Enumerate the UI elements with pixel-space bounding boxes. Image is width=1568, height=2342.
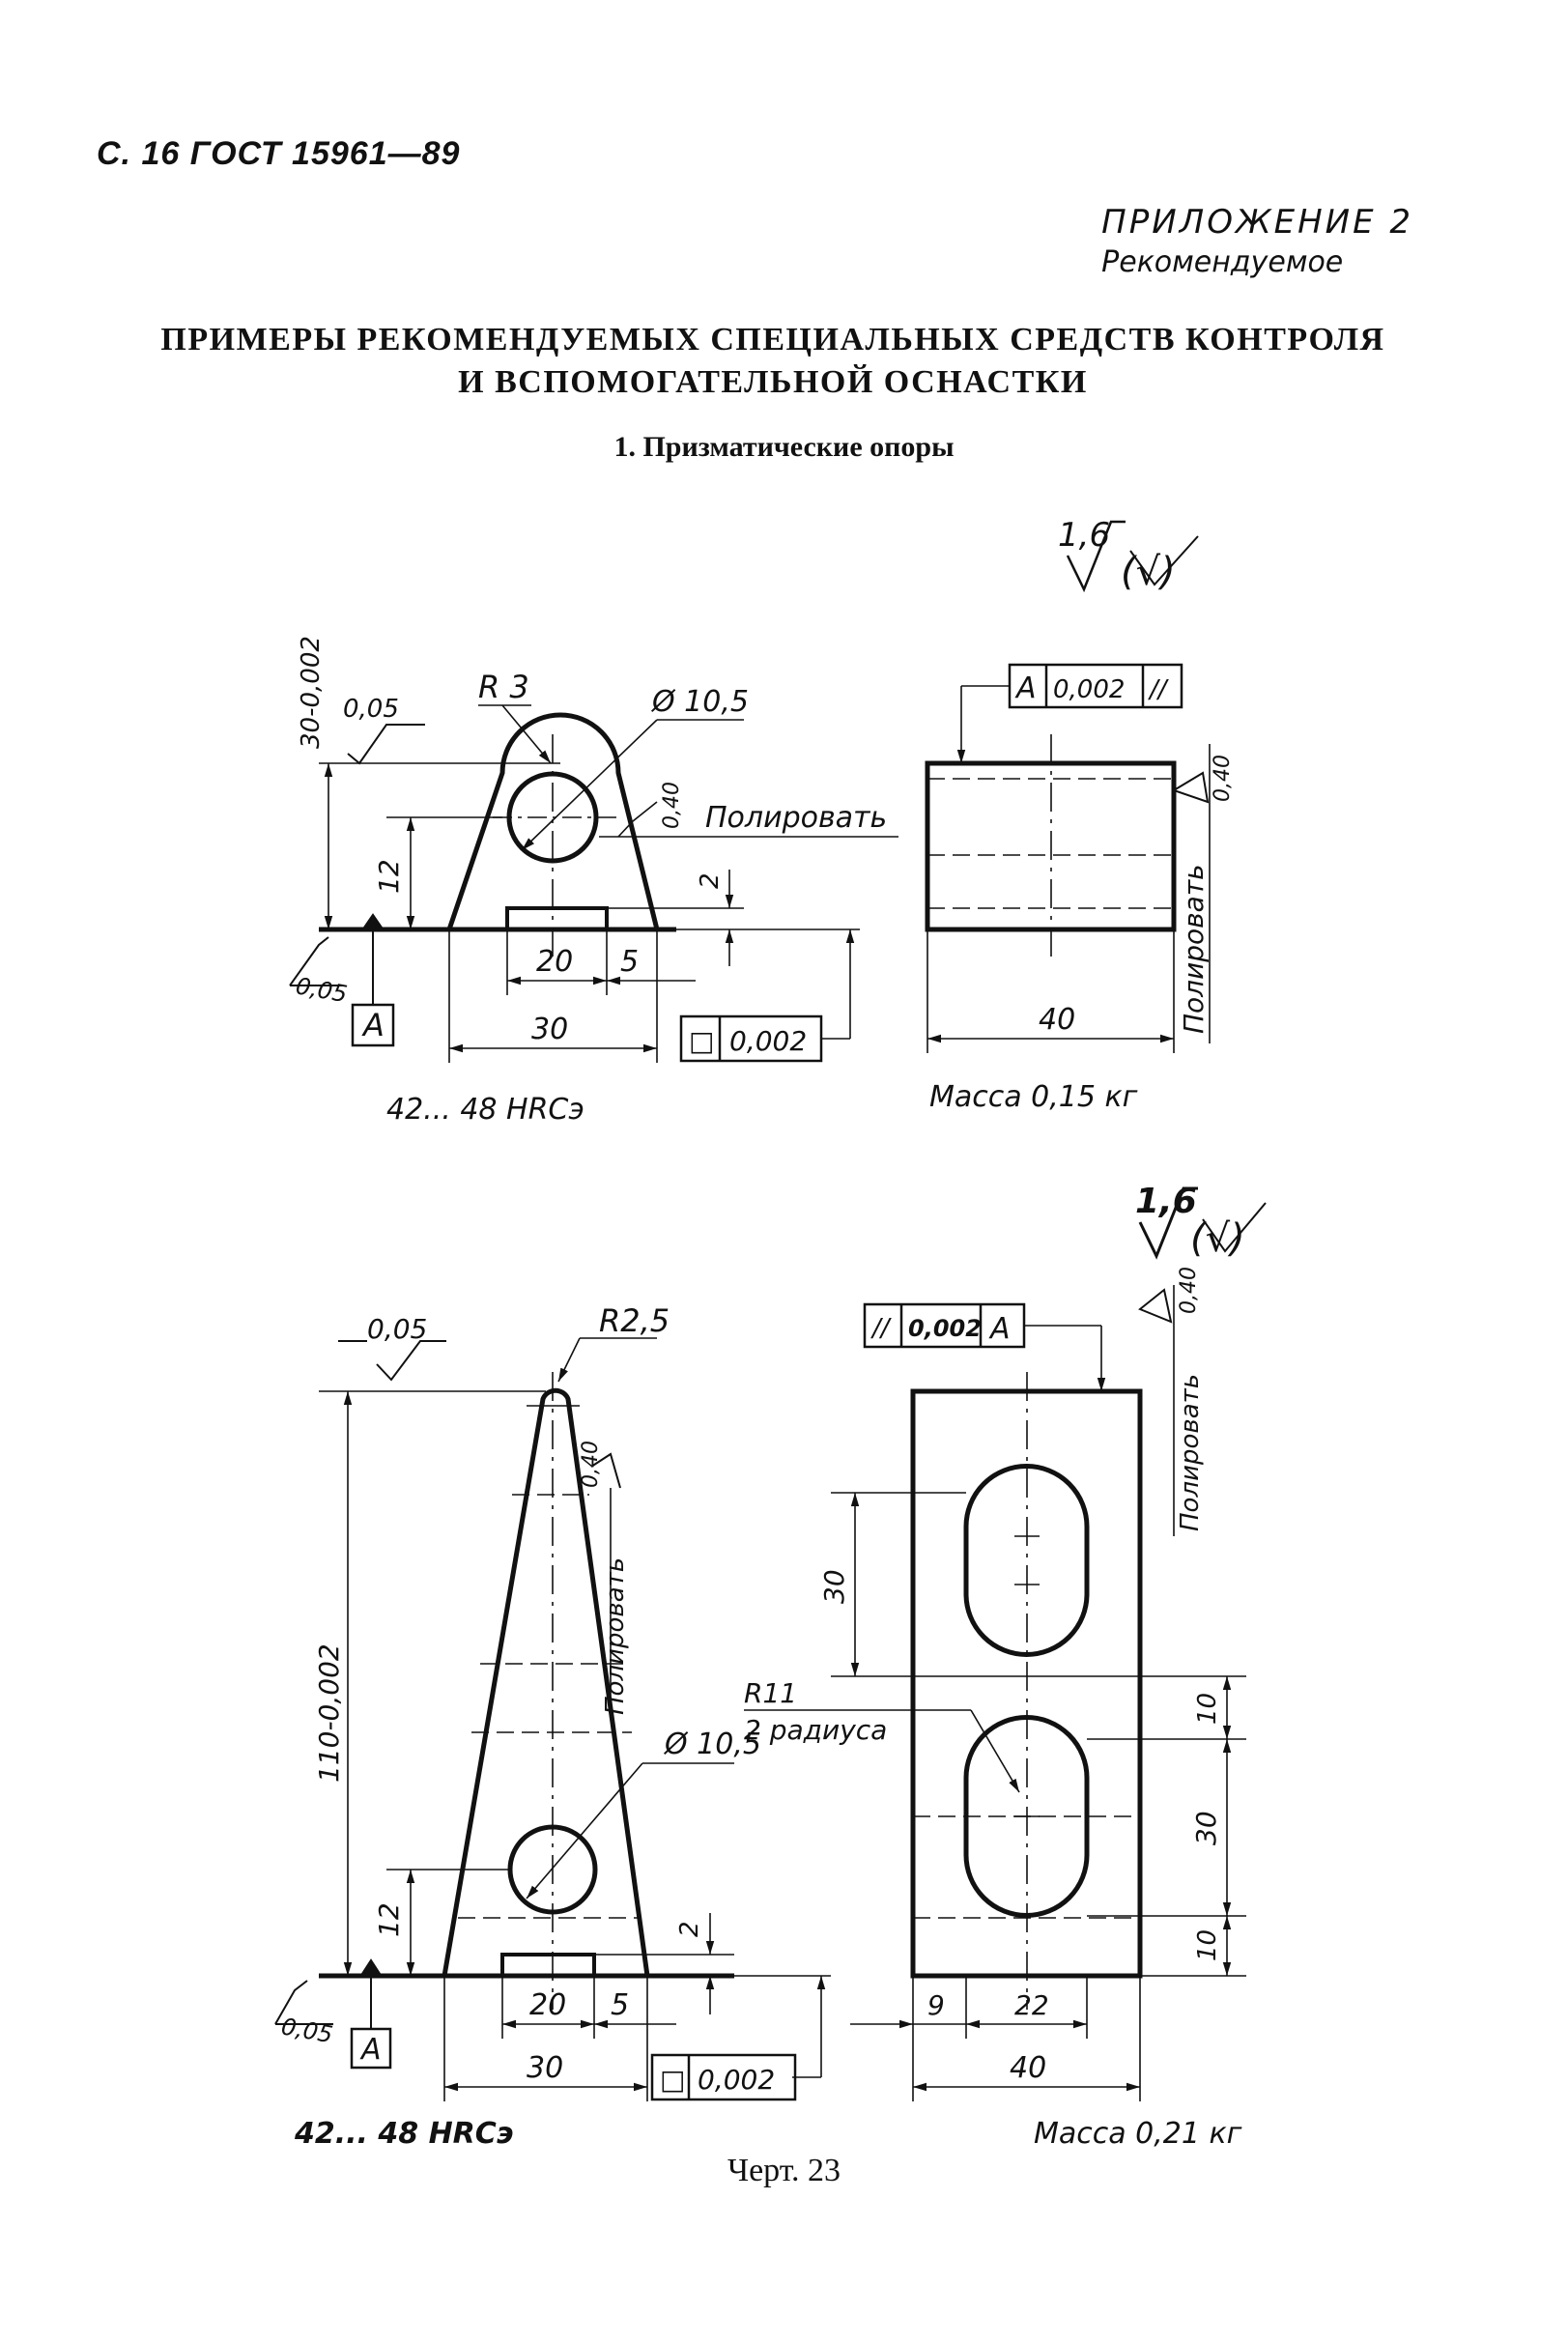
d2-hardness: 42... 48 HRCэ (294, 2117, 514, 2151)
d2-flatness-value: 0,002 (698, 2064, 775, 2096)
d1-roughness-top: 0,05 (343, 695, 399, 724)
d2-radius: R2,5 (599, 1302, 670, 1339)
d1-dim-height: 30-0,002 (297, 636, 326, 749)
page-title: ПРИМЕРЫ РЕКОМЕНДУЕМЫХ СПЕЦИАЛЬНЫХ СРЕДСТ… (97, 319, 1449, 404)
d1-side-datum: A (1014, 671, 1037, 705)
d2-dim-10a: 10 (1193, 1693, 1222, 1725)
d2-dim-30a: 30 (818, 1569, 850, 1604)
d1-radius: R 3 (478, 669, 529, 705)
d2-note-polish: Полировать (601, 1557, 630, 1715)
d1-dim-40: 40 (1039, 1003, 1075, 1037)
d1-side-parallel: // (1148, 675, 1170, 704)
drawing2-side-view (744, 1285, 1246, 2101)
d2-side-roughness: 0,40 (1177, 1267, 1201, 1314)
d2-dim-30: 30 (527, 2051, 563, 2085)
d2-dim-40: 40 (1010, 2051, 1046, 2085)
d1-hardness: 42... 48 HRCэ (386, 1093, 584, 1127)
d2-side-polish: Полировать (1176, 1374, 1205, 1531)
d2-dim-10b: 10 (1193, 1929, 1222, 1961)
d1-roughness-base: 0,05 (294, 972, 349, 1008)
d1-roughness-paren: (√) (1121, 550, 1176, 594)
d1-side-tol: 0,002 (1053, 675, 1125, 704)
appendix-number: ПРИЛОЖЕНИЕ 2 (1101, 203, 1413, 242)
d2-roughness-base: 0,05 (279, 2013, 334, 2048)
d1-dim-5: 5 (620, 945, 639, 979)
d2-dim-5: 5 (611, 1988, 629, 2022)
d2-dim-9: 9 (927, 1989, 945, 2021)
d2-dim-22: 22 (1014, 1989, 1049, 2021)
d1-dim-20: 20 (536, 945, 573, 979)
title-line-2: И ВСПОМОГАТЕЛЬНОЙ ОСНАСТКИ (458, 364, 1088, 400)
page-header: С. 16 ГОСТ 15961—89 (97, 135, 461, 172)
d1-note-polish: Полировать (705, 801, 887, 835)
d2-mass: Масса 0,21 кг (1034, 2117, 1242, 2151)
d2-side-tol: 0,002 (908, 1315, 982, 1342)
d2-radius-note1: R11 (744, 1677, 797, 1709)
d2-roughness-paren: (√) (1190, 1216, 1245, 1261)
section-heading: 1. Призматические опоры (613, 431, 955, 463)
d2-dim-30b: 30 (1190, 1811, 1222, 1845)
d2-radius-note2: 2 радиуса (744, 1714, 887, 1746)
appendix-status: Рекомендуемое (1101, 245, 1344, 279)
d2-datum: A (359, 2033, 382, 2067)
d1-flatness-value: 0,002 (729, 1025, 807, 1057)
d2-dim-height: 110-0,002 (313, 1643, 345, 1783)
drawing1-front-view (289, 704, 898, 1063)
drawing1-side-view (925, 663, 1211, 1053)
d1-dim-30: 30 (531, 1013, 568, 1046)
figure-caption: Черт. 23 (727, 2153, 841, 2188)
d2-roughness-general: 1,6 (1135, 1182, 1197, 1221)
d2-flatness-symbol: □ (660, 2064, 685, 2096)
d1-dim-12: 12 (373, 859, 405, 894)
d1-roughness-hole: 0,40 (660, 782, 684, 829)
d1-flatness-symbol: □ (689, 1025, 714, 1057)
appendix-label: ПРИЛОЖЕНИЕ 2 Рекомендуемое (1101, 203, 1413, 279)
d1-roughness-general: 1,6 (1058, 516, 1110, 555)
d1-side-roughness: 0,40 (1211, 755, 1235, 802)
d1-dim-2: 2 (696, 872, 725, 889)
d2-diameter: Ø 10,5 (663, 1728, 761, 1761)
d2-side-parallel: // (870, 1314, 893, 1343)
d1-datum: A (361, 1007, 385, 1043)
d2-side-datum: A (988, 1312, 1011, 1346)
d2-dim-20: 20 (529, 1988, 566, 2022)
d1-side-polish: Полировать (1178, 864, 1210, 1034)
d2-dim-12: 12 (373, 1902, 405, 1937)
drawing2-front-view (274, 1337, 831, 2101)
d2-dim-2: 2 (675, 1921, 704, 1937)
title-line-1: ПРИМЕРЫ РЕКОМЕНДУЕМЫХ СПЕЦИАЛЬНЫХ СРЕДСТ… (160, 322, 1385, 357)
d1-mass: Масса 0,15 кг (929, 1080, 1138, 1114)
d2-roughness-top: 0,05 (367, 1313, 427, 1345)
d2-roughness-side: 0,40 (579, 1441, 603, 1488)
d1-diameter: Ø 10,5 (650, 685, 749, 719)
